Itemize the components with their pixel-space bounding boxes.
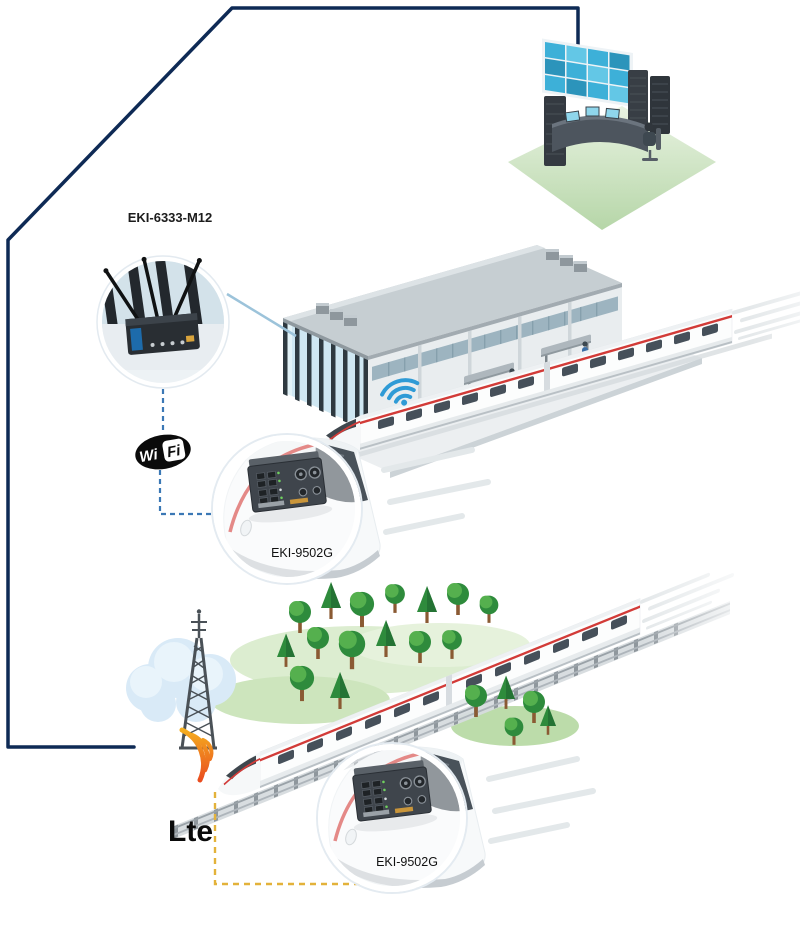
train-station bbox=[283, 245, 800, 478]
lte-dashed-link bbox=[213, 792, 360, 886]
forest-device-label: EKI-9502G bbox=[376, 855, 438, 869]
wifi-badge-wi: Wi bbox=[138, 446, 160, 466]
wifi-badge-fi: Fi bbox=[166, 442, 183, 461]
wifi-dashed-link bbox=[158, 389, 215, 516]
train-device-eki9502g bbox=[346, 758, 439, 836]
tree bbox=[349, 591, 375, 628]
station-train bbox=[318, 266, 800, 459]
station-roof bbox=[283, 245, 622, 356]
wifi-signal-icon bbox=[380, 378, 420, 406]
access-point-callout: EKI-6333-M12 bbox=[96, 210, 297, 389]
access-point-label: EKI-6333-M12 bbox=[128, 210, 213, 225]
lte-signal-icon bbox=[179, 727, 214, 783]
roof-ridge bbox=[283, 245, 545, 321]
callout-connector bbox=[226, 292, 297, 338]
callout-ring-halo bbox=[316, 742, 468, 894]
forest-device-callout: EKI-9502G bbox=[316, 742, 593, 894]
forest-train bbox=[170, 539, 772, 841]
forest bbox=[210, 582, 579, 746]
control-center bbox=[508, 38, 716, 230]
tree bbox=[447, 583, 469, 615]
tree bbox=[321, 582, 341, 619]
tree bbox=[289, 601, 311, 633]
wifi-badge: Wi Fi bbox=[135, 434, 191, 470]
train-device-eki9502g bbox=[241, 449, 334, 527]
station-device-label: EKI-9502G bbox=[271, 546, 333, 560]
station-device-callout: EKI-9502G bbox=[211, 433, 488, 585]
tree bbox=[479, 595, 499, 623]
access-point-device bbox=[103, 256, 202, 355]
station-glass-facade bbox=[283, 322, 368, 433]
video-wall-icon bbox=[542, 38, 633, 107]
callout-ring bbox=[213, 435, 361, 583]
antenna-icon bbox=[104, 257, 202, 322]
tree bbox=[385, 584, 405, 613]
operator-chair bbox=[642, 122, 661, 161]
tree bbox=[417, 586, 437, 623]
operator-desk bbox=[552, 106, 648, 152]
lte-label: Lte bbox=[168, 815, 213, 848]
backbone-connection-line bbox=[6, 6, 580, 749]
server-rack-icon bbox=[628, 70, 670, 134]
callout-ring-halo bbox=[211, 433, 363, 585]
callout-ring bbox=[318, 744, 466, 892]
